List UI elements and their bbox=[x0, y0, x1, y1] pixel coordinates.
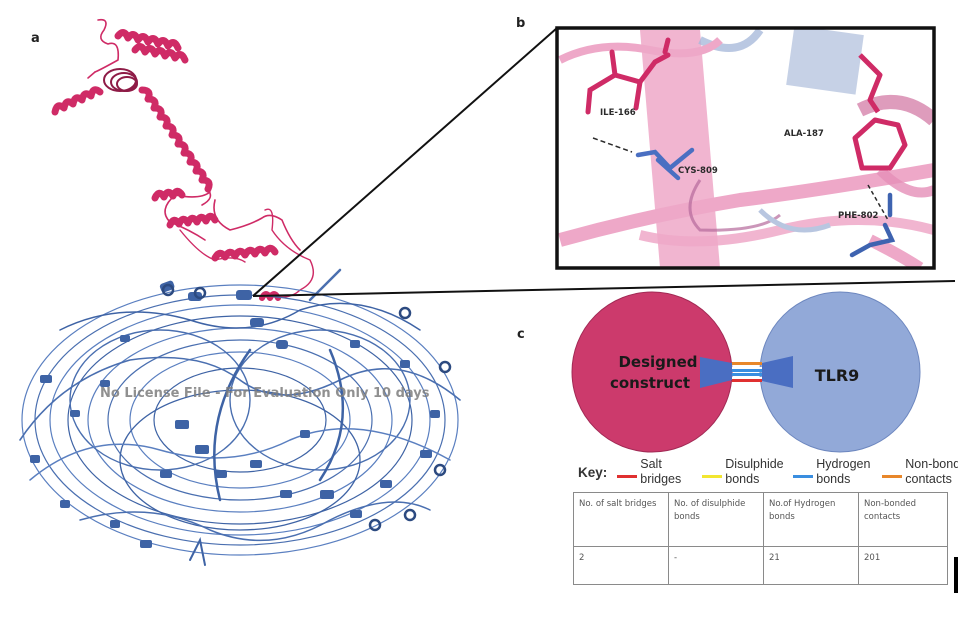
panel-label-a: a bbox=[31, 31, 40, 46]
header-hydrogen-bonds: No.of Hydrogen bonds bbox=[763, 492, 859, 547]
key-item-nonbonded-line1: Non-bonded bbox=[905, 457, 958, 471]
table-header-row: No. of salt bridges No. of disulphide bo… bbox=[573, 492, 948, 547]
disulphide-swatch bbox=[702, 474, 723, 478]
designed-construct-label-line1: Designed bbox=[618, 353, 697, 371]
tlr9-label: TLR9 bbox=[815, 366, 860, 385]
hydrogen-swatch bbox=[793, 474, 814, 478]
zoom-connector-lines bbox=[252, 27, 956, 297]
key-item-disulphide-line1: Disulphide bbox=[725, 457, 784, 471]
table-row: 2 - 21 201 bbox=[573, 546, 948, 585]
residue-label-ile-166: ILE-166 bbox=[600, 108, 636, 118]
non-bonded-swatch bbox=[882, 474, 903, 478]
header-non-bonded-contacts: Non-bonded contacts bbox=[858, 492, 948, 547]
inset-closeup: ILE-166 CYS-809 ALA-187 PHE-802 bbox=[555, 26, 936, 270]
designed-construct-label-line2: construct bbox=[610, 374, 690, 392]
residue-label-cys-809: CYS-809 bbox=[678, 166, 718, 176]
value-non-bonded-contacts: 201 bbox=[858, 546, 948, 585]
header-salt-bridges: No. of salt bridges bbox=[573, 492, 669, 547]
value-hydrogen-bonds: 21 bbox=[763, 546, 859, 585]
key-item-hydrogen-line2: bonds bbox=[816, 472, 851, 486]
bond-lines bbox=[732, 362, 762, 382]
key-item-disulphide-line2: bonds bbox=[725, 472, 760, 486]
key-item-salt-line1: Salt bbox=[640, 457, 662, 471]
header-disulphide-bonds: No. of disulphide bonds bbox=[668, 492, 764, 547]
page-edge-marker bbox=[954, 557, 958, 593]
inset-border bbox=[555, 26, 936, 270]
tlr9-structure bbox=[19, 268, 461, 566]
panel-label-b: b bbox=[516, 16, 526, 31]
interaction-diagram: Designed construct TLR9 bbox=[571, 291, 921, 453]
value-salt-bridges: 2 bbox=[573, 546, 669, 585]
key-title: Key: bbox=[578, 464, 608, 480]
panel-label-c: c bbox=[517, 327, 525, 342]
construct-interface-wedge bbox=[700, 357, 732, 388]
evaluation-watermark: No License File - For Evaluation Only 10… bbox=[100, 386, 430, 401]
residue-label-ala-187: ALA-187 bbox=[784, 129, 824, 139]
interaction-stats-table: No. of salt bridges No. of disulphide bo… bbox=[573, 492, 948, 585]
residue-label-phe-802: PHE-802 bbox=[838, 211, 879, 221]
key-item-nonbonded-line2: contacts bbox=[905, 472, 952, 486]
key-item-salt-line2: bridges bbox=[640, 472, 682, 486]
key-item-hydrogen-line1: Hydrogen bbox=[816, 457, 871, 471]
construct-structure bbox=[51, 18, 314, 301]
value-disulphide-bonds: - bbox=[668, 546, 764, 585]
salt-bridge-swatch bbox=[617, 474, 638, 478]
tlr9-interface-wedge bbox=[762, 356, 793, 388]
